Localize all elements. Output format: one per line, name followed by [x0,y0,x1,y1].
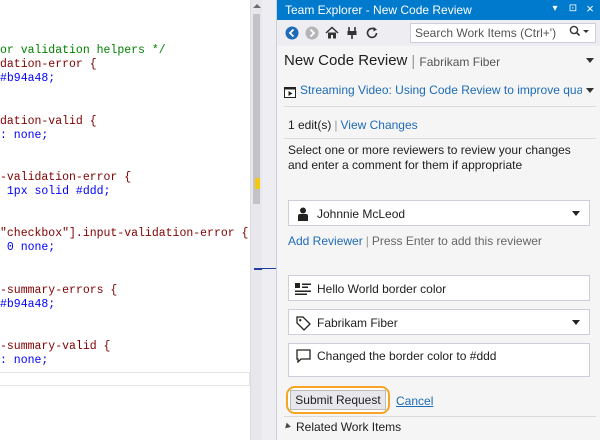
code-line[interactable]: #b94a48; [0,72,55,86]
review-comment-value[interactable]: Changed the border color to #ddd [317,349,497,363]
team-explorer-title: Team Explorer - New Code Review [285,3,472,17]
video-menu-arrow-icon[interactable] [586,88,594,93]
change-marker [255,178,260,189]
team-explorer-toolbar [277,20,600,46]
streaming-video-link[interactable]: Streaming Video: Using Code Review to im… [300,83,582,97]
editor-vertical-scrollbar[interactable] [250,0,262,440]
code-token: -summary-errors { [0,283,118,297]
window-position-icon[interactable]: ▾ [552,3,558,14]
review-title-value[interactable]: Hello World border color [317,282,447,296]
edits-separator: | [334,118,338,132]
page-title-separator: | [411,53,416,70]
code-token: : none; [0,128,49,142]
forward-icon[interactable] [303,24,321,42]
add-reviewer-link[interactable]: Add Reviewer [288,234,363,248]
code-token: 0 none; [0,241,56,255]
divider [284,138,596,139]
edits-count: 1 edit(s) [288,118,332,132]
code-token: -summary-valid { [0,340,111,354]
comment-icon [295,348,311,364]
code-token: dation-error { [0,58,97,72]
connect-icon[interactable] [343,24,361,42]
related-work-items-section[interactable]: Related Work Items [283,420,402,434]
collapse-arrow-icon[interactable] [283,422,291,431]
divider [284,416,596,417]
pin-icon[interactable]: ⊡ [568,3,578,14]
team-project-combobox[interactable]: Fabrikam Fiber [288,309,590,335]
page-header: New Code Review | Fabrikam Fiber [284,52,596,74]
code-line[interactable]: #b94a48; [0,298,55,312]
code-token: 1px solid #ddd; [0,185,111,198]
video-link-row: Streaming Video: Using Code Review to im… [284,82,596,100]
code-line[interactable]: "checkbox"].input-validation-error { [0,227,248,241]
code-token: dation-valid { [0,114,97,128]
code-token: : none; [0,354,49,368]
review-comment-field[interactable]: Changed the border color to #ddd [288,343,590,377]
search-input[interactable] [415,25,565,41]
scroll-up-arrow-icon[interactable] [253,4,261,8]
back-icon[interactable] [283,24,301,42]
divider [284,106,596,107]
code-editor[interactable]: or validation helpers */dation-error {#b… [0,0,262,440]
code-token: "checkbox"] [0,227,76,241]
code-line[interactable]: or validation helpers */ [0,44,166,58]
instructions-text: Select one or more reviewers to review y… [288,143,571,172]
edits-row: 1 edit(s)|View Changes [288,118,418,132]
code-line[interactable]: : none; [0,129,48,143]
team-project-dropdown-arrow-icon[interactable] [572,320,580,325]
user-icon [295,206,311,222]
page-menu-arrow-icon[interactable] [586,58,594,63]
caret-position-line [262,268,276,269]
reviewer-dropdown-arrow-icon[interactable] [572,211,580,216]
tag-icon [295,315,311,331]
page-title: New Code Review [284,52,408,69]
pane-splitter[interactable] [262,0,276,440]
team-project-value: Fabrikam Fiber [317,316,398,330]
code-line[interactable]: -summary-valid { [0,340,110,354]
search-work-items-box[interactable] [410,23,596,43]
review-title-field[interactable]: Hello World border color [288,275,590,301]
submit-request-label[interactable]: Submit Request [290,390,386,410]
add-reviewer-hint: Press Enter to add this reviewer [371,234,542,248]
home-icon[interactable] [323,24,341,42]
code-line[interactable]: 1px solid #ddd; [0,185,111,199]
caret-marker [254,268,262,270]
reviewer-name: Johnnie McLeod [317,207,406,221]
code-token: -validation-error { [0,170,132,184]
related-work-items-header[interactable]: Related Work Items [296,420,402,434]
title-icon [295,281,311,297]
code-line[interactable]: dation-error { [0,58,97,72]
submit-request-button[interactable]: Submit Request [286,386,390,414]
add-reviewer-row: Add Reviewer|Press Enter to add this rev… [288,234,542,248]
current-line-highlight [0,372,250,386]
view-changes-link[interactable]: View Changes [340,118,418,132]
refresh-icon[interactable] [363,24,381,42]
project-name: Fabrikam Fiber [419,55,501,69]
cancel-link[interactable]: Cancel [396,394,434,408]
code-line[interactable]: : none; [0,354,48,368]
search-icon[interactable] [569,25,591,42]
scrollbar-thumb[interactable] [253,14,260,204]
code-token: .input-validation-error { [75,227,249,241]
video-icon [284,85,296,103]
code-line[interactable]: 0 none; [0,241,55,255]
team-explorer-title-bar: Team Explorer - New Code Review ▾ ⊡ × [277,0,600,20]
reviewer-combobox[interactable]: Johnnie McLeod [288,200,590,226]
code-line[interactable]: -validation-error { [0,171,131,185]
code-line[interactable]: -summary-errors { [0,284,117,298]
add-reviewer-separator: | [365,234,369,248]
code-token: #b94a48; [0,72,56,86]
code-token: #b94a48; [0,297,56,311]
code-line[interactable]: dation-valid { [0,115,97,129]
code-token: or validation helpers */ [0,44,166,57]
close-icon[interactable]: × [586,1,594,16]
